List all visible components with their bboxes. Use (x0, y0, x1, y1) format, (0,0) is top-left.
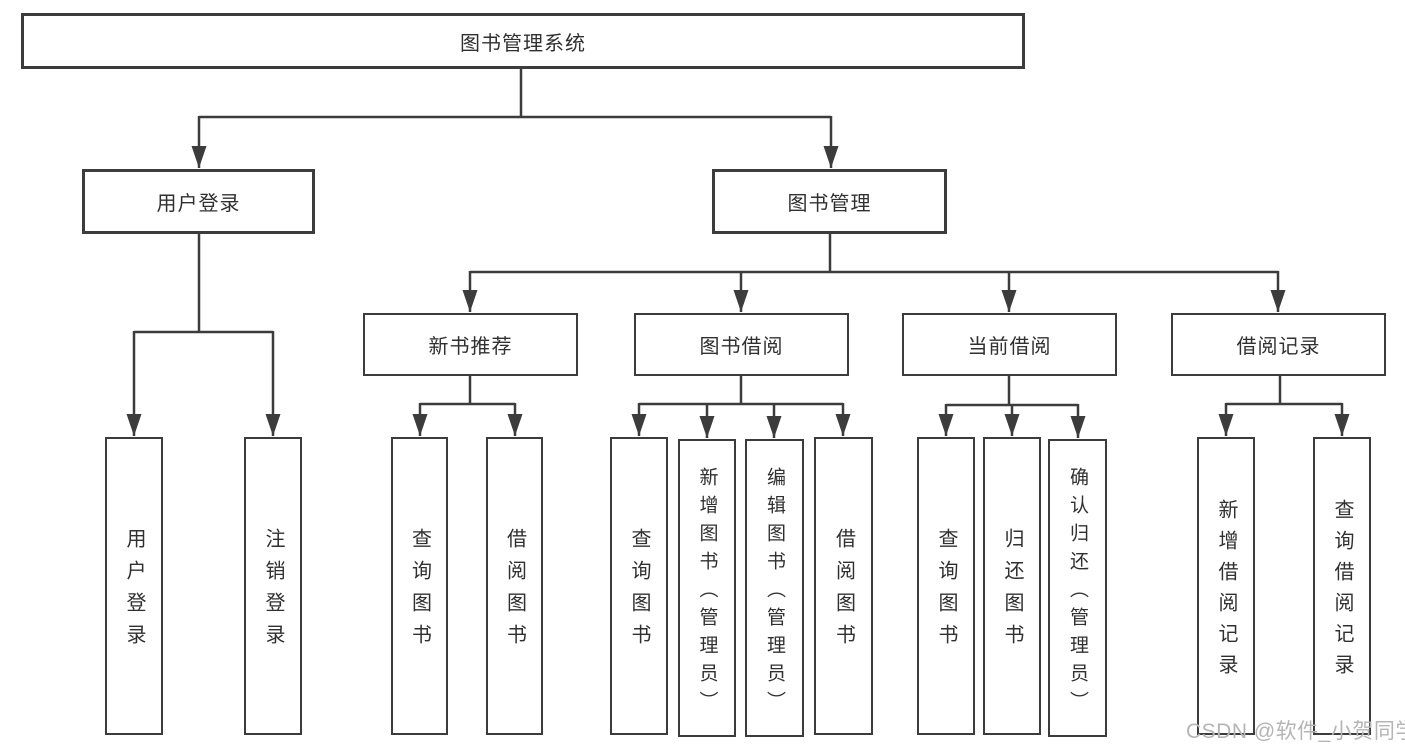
node-new-book-recommendation: 新书推荐 (363, 313, 578, 376)
leaf-logout: 注销登录 (244, 437, 302, 735)
leaf-confirm-return-admin: 确认归还（管理员） (1048, 439, 1107, 737)
leaf-borrow-books-recommend: 借阅图书 (486, 437, 543, 735)
node-library-management-system: 图书管理系统 (21, 13, 1025, 69)
leaf-edit-books-admin: 编辑图书（管理员） (745, 439, 804, 737)
leaf-query-books-recommend: 查询图书 (391, 437, 448, 735)
leaf-query-books-borrow: 查询图书 (610, 437, 668, 735)
leaf-add-books-admin: 新增图书（管理员） (678, 439, 736, 737)
node-book-borrowing: 图书借阅 (634, 313, 849, 376)
leaf-return-books: 归还图书 (983, 437, 1041, 735)
csdn-watermark: CSDN @软件_小贺同学 (1186, 720, 1405, 743)
leaf-add-borrow-record: 新增借阅记录 (1197, 437, 1255, 735)
leaf-query-borrow-record: 查询借阅记录 (1313, 437, 1371, 735)
node-user-login: 用户登录 (82, 169, 315, 234)
leaf-query-books-current: 查询图书 (917, 437, 975, 735)
node-book-management: 图书管理 (712, 169, 947, 234)
node-current-borrowing: 当前借阅 (902, 313, 1117, 376)
node-borrowing-records: 借阅记录 (1171, 313, 1386, 376)
leaf-borrow-books: 借阅图书 (814, 437, 873, 735)
leaf-user-login: 用户登录 (105, 437, 163, 735)
